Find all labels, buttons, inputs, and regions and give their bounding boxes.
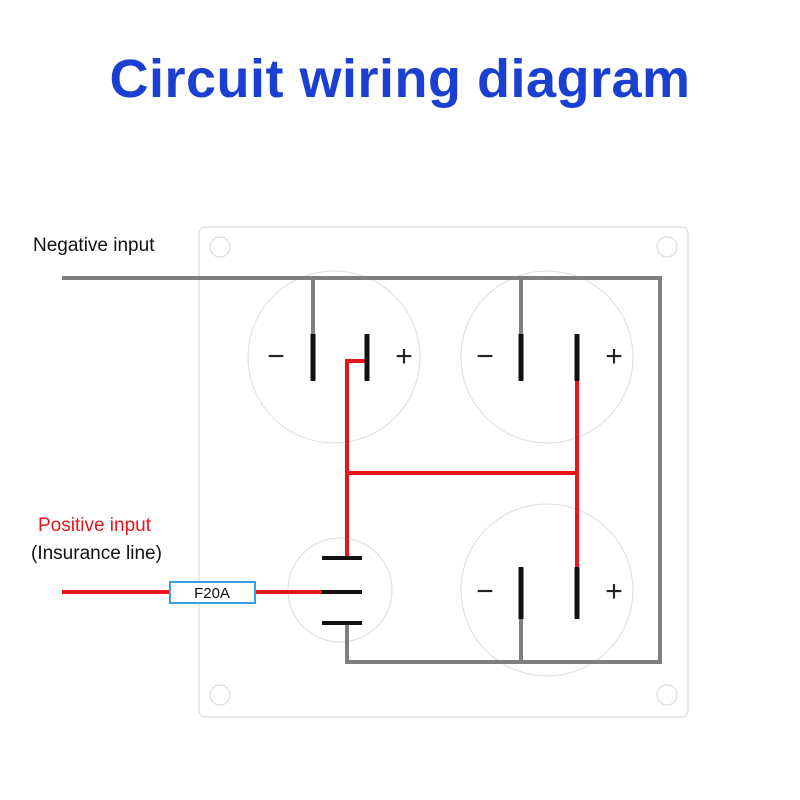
page-title: Circuit wiring diagram	[109, 49, 691, 109]
socket-outline-top-right	[460, 270, 634, 444]
negative-input-label: Negative input	[33, 235, 155, 256]
socket-terminals	[310, 334, 580, 619]
minus-sign-top-right: −	[476, 340, 494, 373]
positive-wiring	[62, 359, 579, 594]
mounting-hole-bottom-right	[656, 684, 678, 706]
fuse-label: F20A	[194, 585, 230, 602]
negative-wiring	[62, 276, 662, 664]
negative-main-wire	[62, 276, 662, 664]
minus-sign-top-left: −	[267, 340, 285, 373]
plus-sign-bottom-right: +	[605, 575, 623, 608]
minus-sign-bottom-right: −	[476, 575, 494, 608]
polarity-signs: − + − + − +	[267, 340, 623, 608]
mounting-hole-top-left	[209, 236, 231, 258]
mounting-panel	[198, 226, 689, 718]
positive-input-label: Positive input	[38, 515, 152, 536]
socket-outline-bottom-right	[460, 503, 634, 677]
mounting-hole-top-right	[656, 236, 678, 258]
plus-sign-top-right: +	[605, 340, 623, 373]
fuse-box	[169, 581, 256, 604]
positive-wire-top-left	[345, 359, 367, 558]
socket-outline-top-left	[247, 270, 421, 444]
switch-terminals	[322, 556, 362, 625]
insurance-line-label: (Insurance line)	[31, 543, 162, 564]
plus-sign-top-left: +	[395, 340, 413, 373]
mounting-hole-bottom-left	[209, 684, 231, 706]
